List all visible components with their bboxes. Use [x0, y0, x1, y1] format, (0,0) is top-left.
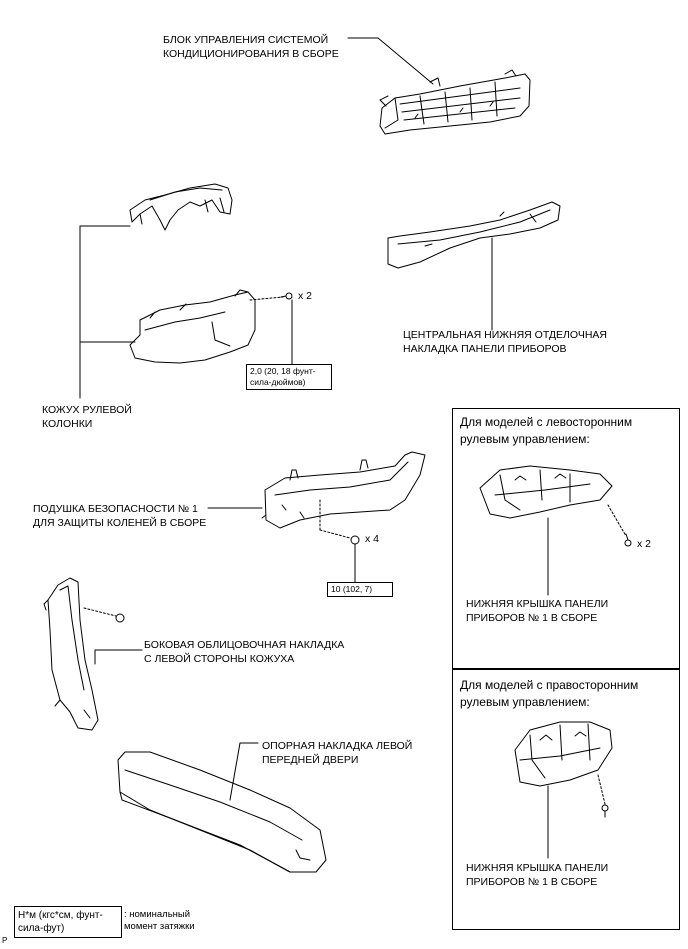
rhd-part-label: НИЖНЯЯ КРЫШКА ПАНЕЛИ ПРИБОРОВ № 1 В СБОР… [466, 862, 609, 888]
lhd-part-label: НИЖНЯЯ КРЫШКА ПАНЕЛИ ПРИБОРОВ № 1 В СБОР… [466, 598, 609, 624]
rhd-panel [452, 668, 680, 930]
cowl-side-trim-drawing [43, 577, 99, 731]
cowl-side-leader [94, 649, 143, 665]
column-cover-bracket-upper [79, 225, 136, 343]
rhd-bolt-guide [597, 774, 606, 805]
rhd-bolt-icon [601, 804, 609, 818]
column-screw-guide [249, 296, 284, 301]
knee-airbag-label: ПОДУШКА БЕЗОПАСНОСТИ № 1 ДЛЯ ЗАЩИТЫ КОЛЕ… [33, 503, 207, 529]
center-trim-label: ЦЕНТРАЛЬНАЯ НИЖНЯЯ ОТДЕЛОЧНАЯ НАКЛАДКА П… [403, 329, 608, 355]
cowl-clip-icon [115, 613, 125, 623]
lhd-bolt-qty: x 2 [637, 538, 652, 550]
door-scuff-leader [229, 742, 259, 801]
lhd-bolt-guide [607, 504, 627, 537]
lhd-panel [452, 408, 680, 670]
ac-control-leader [347, 37, 434, 85]
column-cover-upper-drawing [129, 183, 233, 231]
airbag-torque-box: 10 (102, 7) [327, 582, 393, 597]
column-screw-qty: x 2 [298, 290, 313, 302]
ac-control-assembly-drawing [379, 69, 531, 135]
rhd-lower-cover-drawing [514, 721, 613, 787]
cowl-side-label: БОКОВАЯ ОБЛИЦОВОЧНАЯ НАКЛАДКА С ЛЕВОЙ СТ… [144, 639, 345, 665]
cowl-clip-guide [83, 607, 117, 617]
airbag-bolt-guide-2 [319, 529, 351, 539]
ac-control-label: БЛОК УПРАВЛЕНИЯ СИСТЕМОЙ КОНДИЦИОНИРОВАН… [163, 34, 339, 60]
knee-airbag-drawing [261, 451, 426, 529]
column-cover-label: КОЖУХ РУЛЕВОЙ КОЛОНКИ [42, 404, 132, 430]
rhd-panel-title: Для моделей с правосторонним рулевым упр… [460, 678, 639, 709]
column-torque-box: 2,0 (20, 18 фунт- сила-дюймов) [246, 364, 332, 390]
lhd-lower-cover-drawing [479, 465, 613, 519]
torque-unit-legend: Н*м (кгс*см, фунт- сила-фут) [14, 906, 122, 938]
airbag-bolt-icon [350, 535, 360, 551]
column-screw-icon [280, 292, 293, 300]
column-cover-lower-drawing [129, 289, 256, 364]
corner-mark: P [2, 936, 8, 945]
center-lower-trim-drawing [387, 201, 561, 269]
door-scuff-label: ОПОРНАЯ НАКЛАДКА ЛЕВОЙ ПЕРЕДНЕЙ ДВЕРИ [262, 740, 413, 766]
lhd-bolt-icon [624, 533, 632, 547]
airbag-bolt-qty: x 4 [365, 533, 380, 545]
lhd-panel-title: Для моделей с левосторонним рулевым упра… [460, 415, 633, 446]
torque-legend-meaning: : номинальный момент затяжки [124, 909, 195, 932]
door-scuff-plate-drawing [117, 751, 327, 873]
